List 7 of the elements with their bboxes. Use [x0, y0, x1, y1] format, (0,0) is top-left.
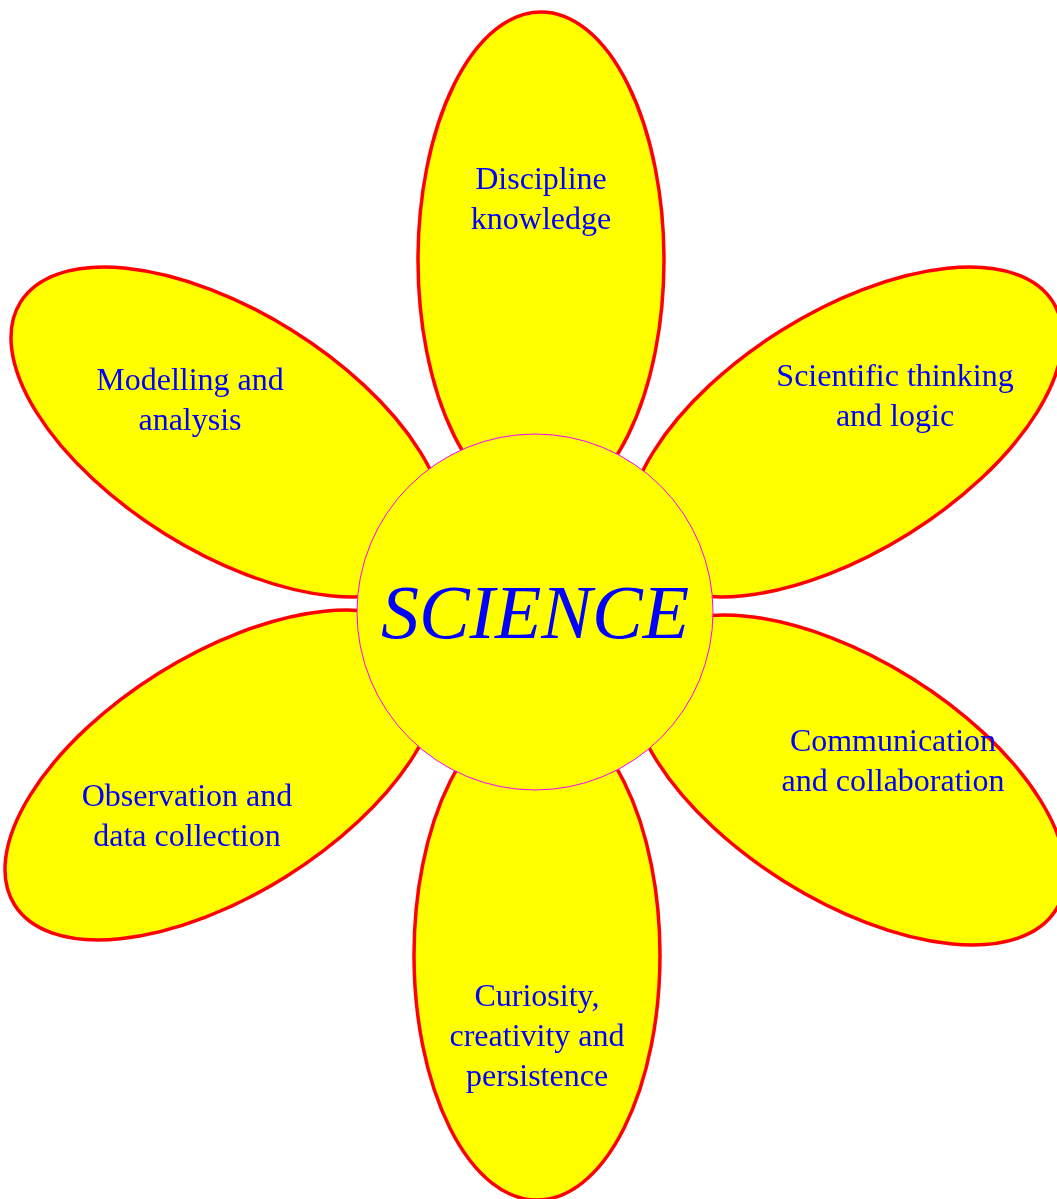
petal-label: Discipline knowledge — [469, 159, 613, 238]
center-title: SCIENCE — [379, 570, 691, 654]
petal-label: Curiosity, creativity and persistence — [448, 976, 626, 1095]
petal-label: Observation and data collection — [80, 776, 294, 855]
petal-label: Modelling and analysis — [95, 360, 285, 439]
petal-label: Scientific thinking and logic — [775, 356, 1015, 435]
petal-label: Communication and collaboration — [780, 721, 1006, 800]
